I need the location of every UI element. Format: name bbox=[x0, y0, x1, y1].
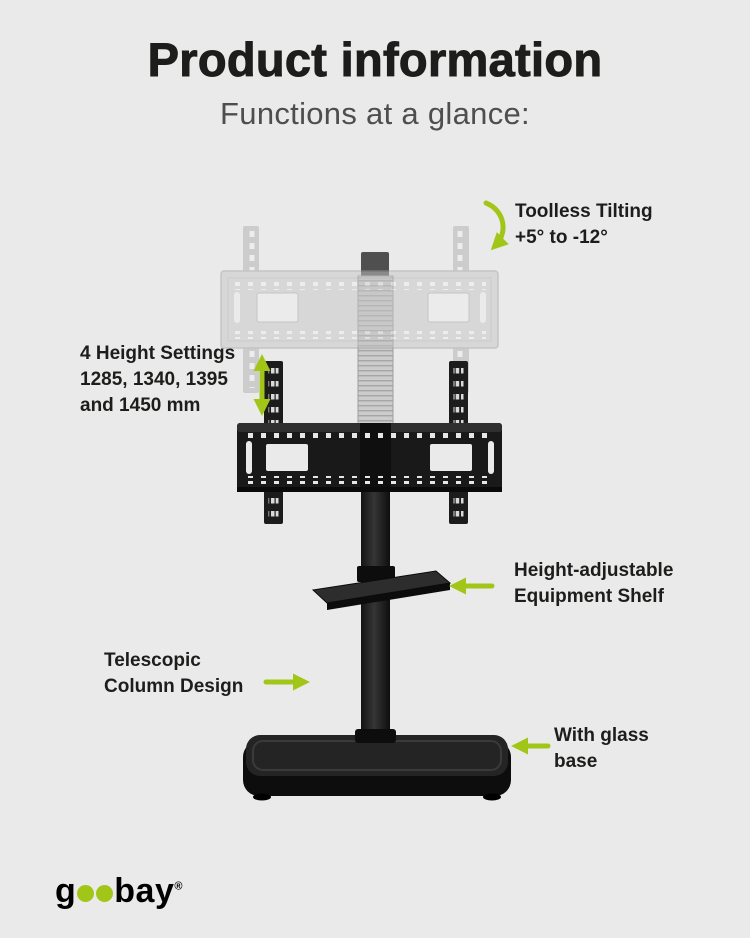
logo-letter-g: g bbox=[55, 872, 77, 910]
annotation-line: Telescopic bbox=[104, 650, 201, 671]
annotation-line: Column Design bbox=[104, 676, 244, 697]
solid-bracket bbox=[237, 361, 502, 524]
annotation-line: base bbox=[554, 751, 598, 772]
annotation-equipment-shelf: Height-adjustable Equipment Shelf bbox=[514, 558, 673, 610]
page-subtitle: Functions at a glance: bbox=[220, 96, 530, 131]
logo-o-icon bbox=[96, 885, 114, 902]
annotation-telescopic-column: Telescopic Column Design bbox=[104, 648, 243, 700]
annotation-arrows bbox=[253, 200, 551, 755]
equipment-shelf bbox=[311, 566, 452, 610]
annotation-height-settings: 4 Height Settings 1285, 1340, 1395 and 1… bbox=[80, 341, 235, 419]
annotation-toolless-tilting: Toolless Tilting +5° to -12° bbox=[515, 199, 653, 251]
tilt-curved-arrow-icon bbox=[483, 200, 509, 251]
annotation-line: Equipment Shelf bbox=[514, 586, 664, 607]
annotation-line: With glass bbox=[554, 725, 649, 746]
page-title: Product information bbox=[147, 33, 603, 87]
ghost-bracket bbox=[220, 226, 499, 393]
logo-o-icon bbox=[77, 885, 95, 902]
logo-text-bay: bay bbox=[114, 872, 175, 910]
page-header: Product information Functions at a glanc… bbox=[0, 0, 750, 132]
registered-trademark-icon: ® bbox=[174, 880, 183, 893]
annotation-line: Toolless Tilting bbox=[515, 201, 653, 222]
glass-base bbox=[243, 729, 511, 801]
annotation-line: and 1450 mm bbox=[80, 395, 201, 416]
annotation-glass-base: With glass base bbox=[554, 723, 649, 775]
annotation-line: 1285, 1340, 1395 bbox=[80, 369, 228, 390]
annotation-line: +5° to -12° bbox=[515, 227, 608, 248]
annotation-line: Height-adjustable bbox=[514, 560, 674, 581]
annotation-line: 4 Height Settings bbox=[80, 343, 236, 364]
